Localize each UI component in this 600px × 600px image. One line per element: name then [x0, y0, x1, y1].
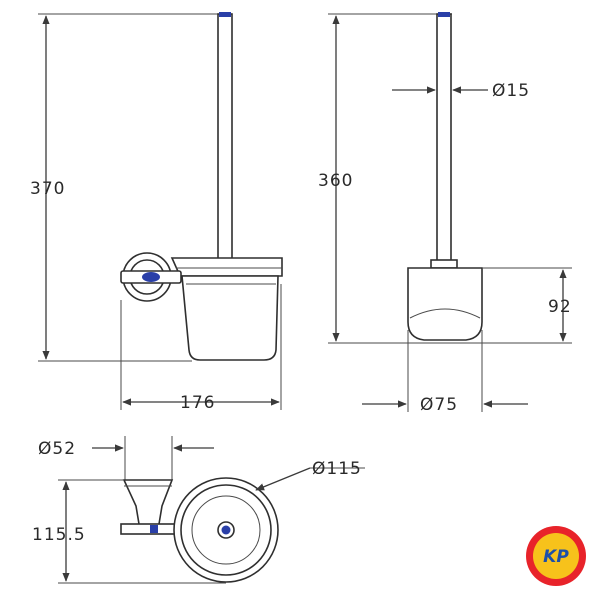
front-view: 370 176 [30, 12, 283, 413]
logo-text: KP [543, 547, 569, 567]
side-cup-split [409, 308, 481, 319]
handle-top-accent [221, 525, 231, 535]
side-handle-collar [430, 259, 458, 269]
top-view: Ø52 Ø115 115.5 [32, 436, 365, 584]
top-mount-arm [120, 523, 178, 535]
dim-176-label: 176 [180, 393, 215, 413]
dim-115-leader [255, 467, 311, 491]
cup-outline [191, 495, 261, 565]
side-view: 360 Ø15 92 Ø75 [318, 12, 572, 415]
dim-370-label: 370 [30, 179, 65, 199]
front-cup-body [181, 275, 279, 361]
dim-115-label: Ø115 [312, 459, 362, 479]
front-cup-lid [170, 257, 283, 277]
dim-92-label: 92 [548, 297, 572, 317]
side-brush-handle [436, 13, 452, 263]
dim-15-label: Ø15 [492, 81, 530, 101]
logo-inner-circle [533, 533, 579, 579]
dim-52-label: Ø52 [38, 439, 76, 459]
side-handle-cap [438, 12, 450, 17]
dim-75-label: Ø75 [420, 395, 458, 415]
mount-screw-highlight [142, 272, 160, 282]
top-arm-accent [150, 525, 158, 533]
front-brush-handle [217, 13, 233, 265]
dim-360-label: 360 [318, 171, 353, 191]
kp-logo: KP [526, 526, 586, 586]
side-cup [407, 267, 483, 341]
top-wall-mount [122, 479, 174, 531]
handle-cap [219, 12, 231, 17]
dim-1155-label: 115.5 [32, 525, 86, 545]
